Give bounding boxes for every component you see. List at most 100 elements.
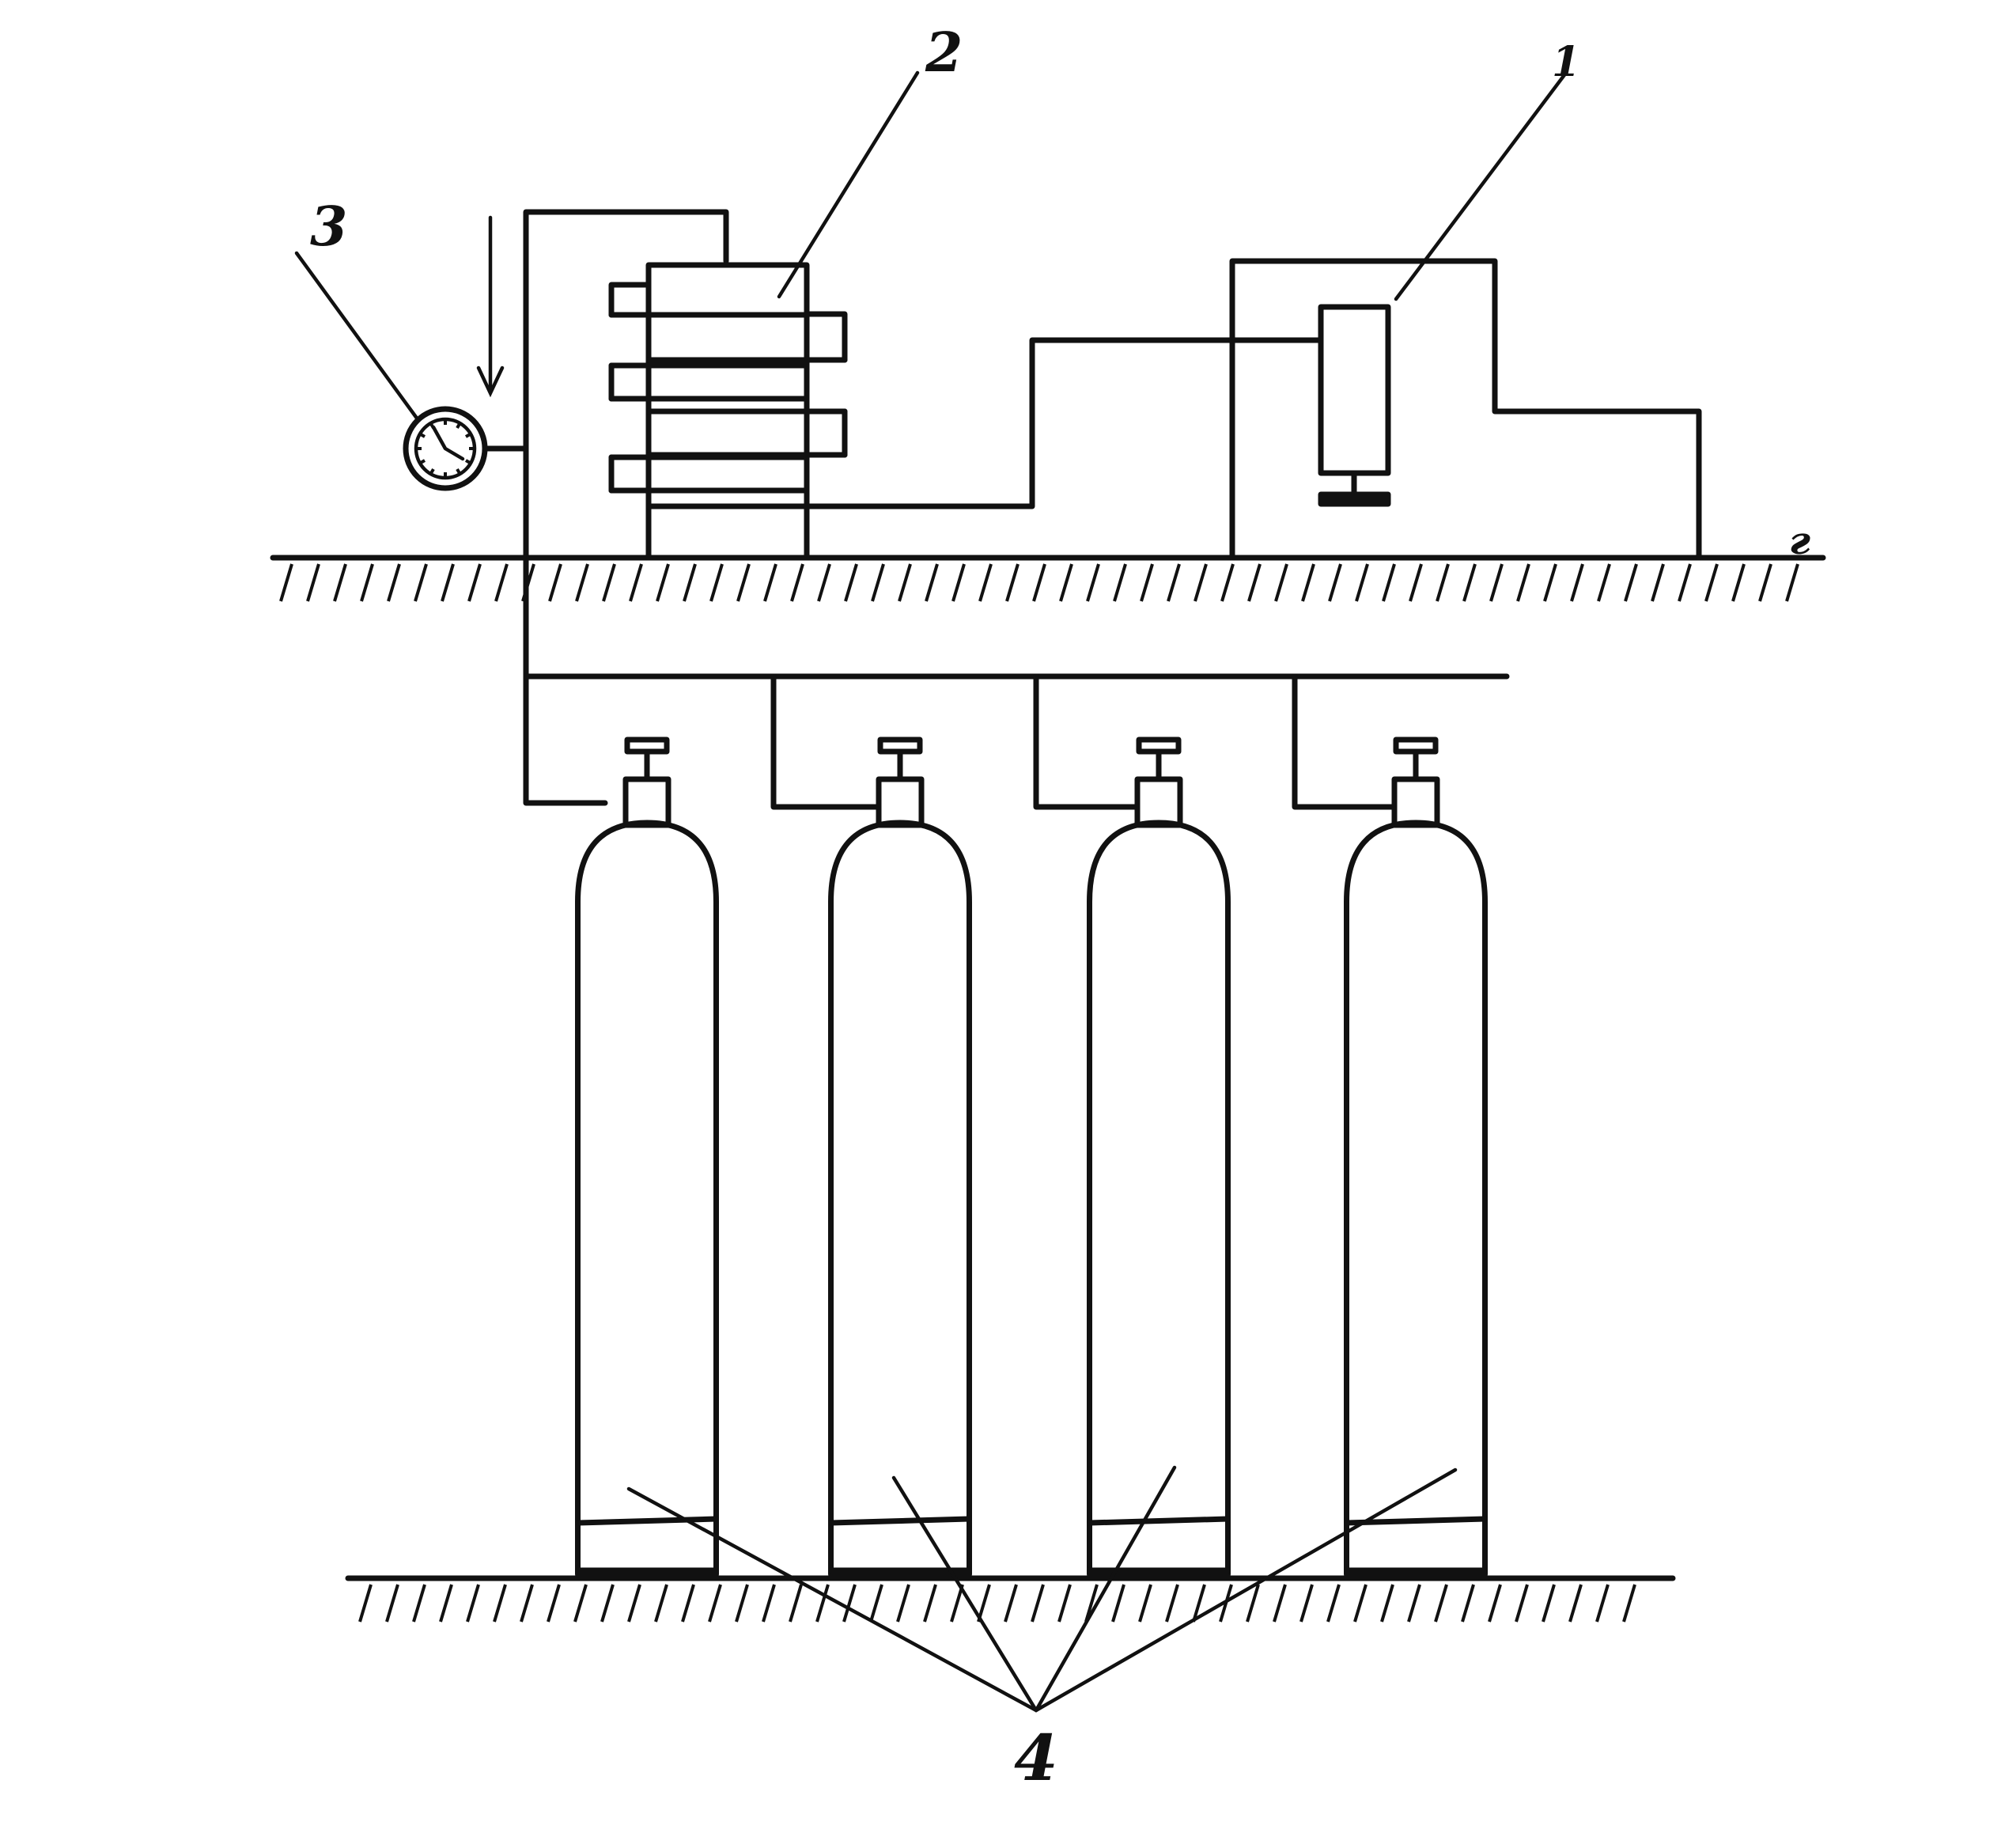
valve-handwheel-icon: [1136, 737, 1182, 755]
hatch-mark: [708, 1584, 722, 1623]
label-3: 3: [310, 195, 347, 259]
gas-cylinder: [1087, 737, 1231, 1577]
hatch-mark: [789, 1584, 803, 1623]
hatch-mark: [1355, 563, 1369, 602]
hatch-mark: [358, 1584, 373, 1623]
cylinder-valve: [876, 776, 925, 828]
hatch-mark: [1059, 563, 1073, 602]
cylinder-body: [828, 820, 972, 1577]
hatch-mark: [735, 1584, 749, 1623]
hatch-mark: [1380, 1584, 1394, 1623]
gas-cylinder: [828, 737, 972, 1577]
device-housing: [1229, 258, 1702, 561]
hatch-mark: [1138, 1584, 1152, 1623]
hatch-mark: [1165, 1584, 1179, 1623]
finned-unit: [608, 262, 848, 561]
hatch-mark: [1005, 563, 1020, 602]
hatch-mark: [439, 1584, 453, 1623]
hatch-mark: [736, 563, 751, 602]
hatch-mark: [1113, 563, 1127, 602]
hatch-mark: [1568, 1584, 1583, 1623]
hatch-mark: [573, 1584, 588, 1623]
hatch-mark: [1247, 563, 1262, 602]
hatch-mark: [306, 563, 320, 602]
cylinder-valve: [1134, 776, 1183, 828]
pressure-gauge: [403, 406, 529, 491]
hatch-mark: [1704, 563, 1719, 602]
inflow-arrow: [476, 215, 505, 398]
hatch-mark: [494, 563, 509, 602]
leader-1: [1394, 70, 1568, 301]
upper-floor-hatching: [279, 563, 1799, 602]
hatch-mark: [1086, 563, 1100, 602]
hatch-mark: [1004, 1584, 1018, 1623]
hatch-mark: [1436, 563, 1450, 602]
hatch-mark: [1301, 563, 1315, 602]
hatch-mark: [1595, 1584, 1610, 1623]
gas-cylinders: [575, 737, 1488, 1577]
hatch-mark: [1353, 1584, 1368, 1623]
gauge-tick: [456, 468, 462, 475]
hatch-mark: [627, 1584, 641, 1623]
hatch-mark: [871, 563, 885, 602]
label-1: 1: [1552, 38, 1580, 86]
riser-pipe: [523, 209, 729, 806]
hatch-mark: [575, 563, 589, 602]
leader-3: [294, 251, 420, 422]
hatch-mark: [1032, 563, 1046, 602]
hatch-mark: [1678, 563, 1692, 602]
hatch-mark: [815, 1584, 830, 1623]
hatch-mark: [1111, 1584, 1125, 1623]
hatch-mark: [1057, 1584, 1072, 1623]
cylinder-body: [575, 820, 719, 1577]
hatch-mark: [923, 1584, 937, 1623]
hatch-mark: [600, 1584, 615, 1623]
hatch-mark: [414, 563, 428, 602]
hatch-mark: [333, 563, 347, 602]
hatch-mark: [950, 1584, 964, 1623]
hatch-mark: [412, 1584, 426, 1623]
hatch-mark: [1515, 1584, 1529, 1623]
cylinder-body: [1087, 820, 1231, 1577]
connecting-pipe: [804, 337, 1324, 509]
hatch-mark: [548, 563, 562, 602]
valve-handwheel-icon: [624, 737, 670, 755]
hatch-mark: [977, 1584, 991, 1623]
valve-handwheel-icon: [1393, 737, 1439, 755]
leaders-4: [626, 1465, 1458, 1713]
ground-mark-label: г: [1789, 519, 1810, 563]
hatch-mark: [1597, 563, 1611, 602]
lower-floor-hatching: [358, 1584, 1636, 1623]
cylinder-valve: [1391, 776, 1440, 828]
gauge-tick: [418, 459, 426, 465]
hatch-mark: [1542, 1584, 1556, 1623]
hatch-mark: [1570, 563, 1584, 602]
hatch-mark: [681, 1584, 695, 1623]
hatch-mark: [387, 563, 401, 602]
hatch-mark: [466, 1584, 480, 1623]
gauge-tick: [418, 432, 426, 438]
hatch-mark: [1489, 563, 1504, 602]
hatch-mark: [1273, 1584, 1287, 1623]
hatch-mark: [1140, 563, 1154, 602]
manifold: [523, 673, 1510, 810]
hatch-mark: [1299, 1584, 1314, 1623]
gauge-tick: [464, 432, 472, 438]
cylinder-base-ring: [828, 1516, 972, 1526]
valve-handwheel-icon: [877, 737, 923, 755]
gauge-tick: [429, 468, 435, 475]
gas-cylinder: [1344, 737, 1488, 1577]
cylinder-body: [1344, 820, 1488, 1577]
hatch-mark: [629, 563, 643, 602]
hatch-mark: [762, 1584, 776, 1623]
hatch-mark: [1167, 563, 1181, 602]
hatch-mark: [925, 563, 939, 602]
hatch-mark: [654, 1584, 668, 1623]
hatch-mark: [817, 563, 831, 602]
hatch-mark: [1328, 563, 1342, 602]
hatch-mark: [1462, 563, 1477, 602]
hatch-mark: [683, 563, 697, 602]
hatch-mark: [1785, 563, 1799, 602]
hatch-mark: [1488, 1584, 1502, 1623]
